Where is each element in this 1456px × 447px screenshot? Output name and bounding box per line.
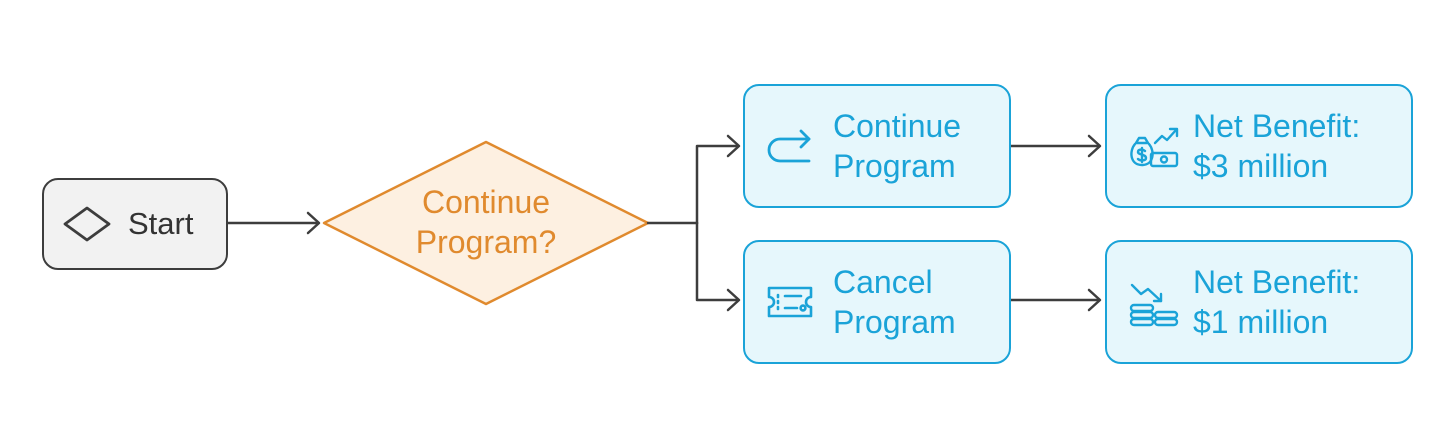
- benefit-continue-line2: $3 million: [1193, 148, 1329, 184]
- benefit-cancel-line1: Net Benefit:: [1193, 264, 1361, 300]
- arrowhead-decision-cancel: [726, 288, 741, 312]
- cancel-program-line2: Program: [833, 304, 956, 340]
- ticket-icon: [767, 286, 813, 318]
- arrowhead-start-decision: [306, 211, 321, 235]
- benefit-cancel-line2: $1 million: [1193, 304, 1329, 340]
- return-arrow-icon: [767, 129, 811, 163]
- continue-program-label: Continue Program: [833, 106, 961, 186]
- decision-label-line2: Program?: [415, 224, 557, 260]
- benefit-continue-line1: Net Benefit:: [1193, 108, 1361, 144]
- edge-decision-cancel: [695, 221, 740, 302]
- start-label: Start: [128, 206, 194, 241]
- decision-diamond: [322, 140, 650, 306]
- money-decline-icon: [1129, 283, 1179, 327]
- benefit-continue-node[interactable]: Net Benefit: $3 million: [1105, 84, 1413, 208]
- diamond-outline-icon: [63, 206, 111, 242]
- benefit-continue-label: Net Benefit: $3 million: [1193, 106, 1360, 186]
- cancel-program-line1: Cancel: [833, 264, 933, 300]
- decision-label-line1: Continue: [421, 184, 551, 220]
- edge-decision-continue: [695, 144, 740, 225]
- start-node[interactable]: Start: [42, 178, 228, 270]
- money-growth-icon: [1130, 127, 1179, 168]
- arrowhead-cancel-benefit: [1087, 288, 1102, 312]
- continue-program-node[interactable]: Continue Program: [743, 84, 1011, 208]
- benefit-cancel-label: Net Benefit: $1 million: [1193, 262, 1360, 342]
- arrowhead-continue-benefit: [1087, 134, 1102, 158]
- continue-program-line2: Program: [833, 148, 956, 184]
- cancel-program-node[interactable]: Cancel Program: [743, 240, 1011, 364]
- continue-program-line1: Continue: [833, 108, 962, 144]
- cancel-program-label: Cancel Program: [833, 262, 956, 342]
- benefit-cancel-node[interactable]: Net Benefit: $1 million: [1105, 240, 1413, 364]
- arrowhead-decision-continue: [726, 134, 741, 158]
- decision-label: Continue Program?: [324, 182, 648, 262]
